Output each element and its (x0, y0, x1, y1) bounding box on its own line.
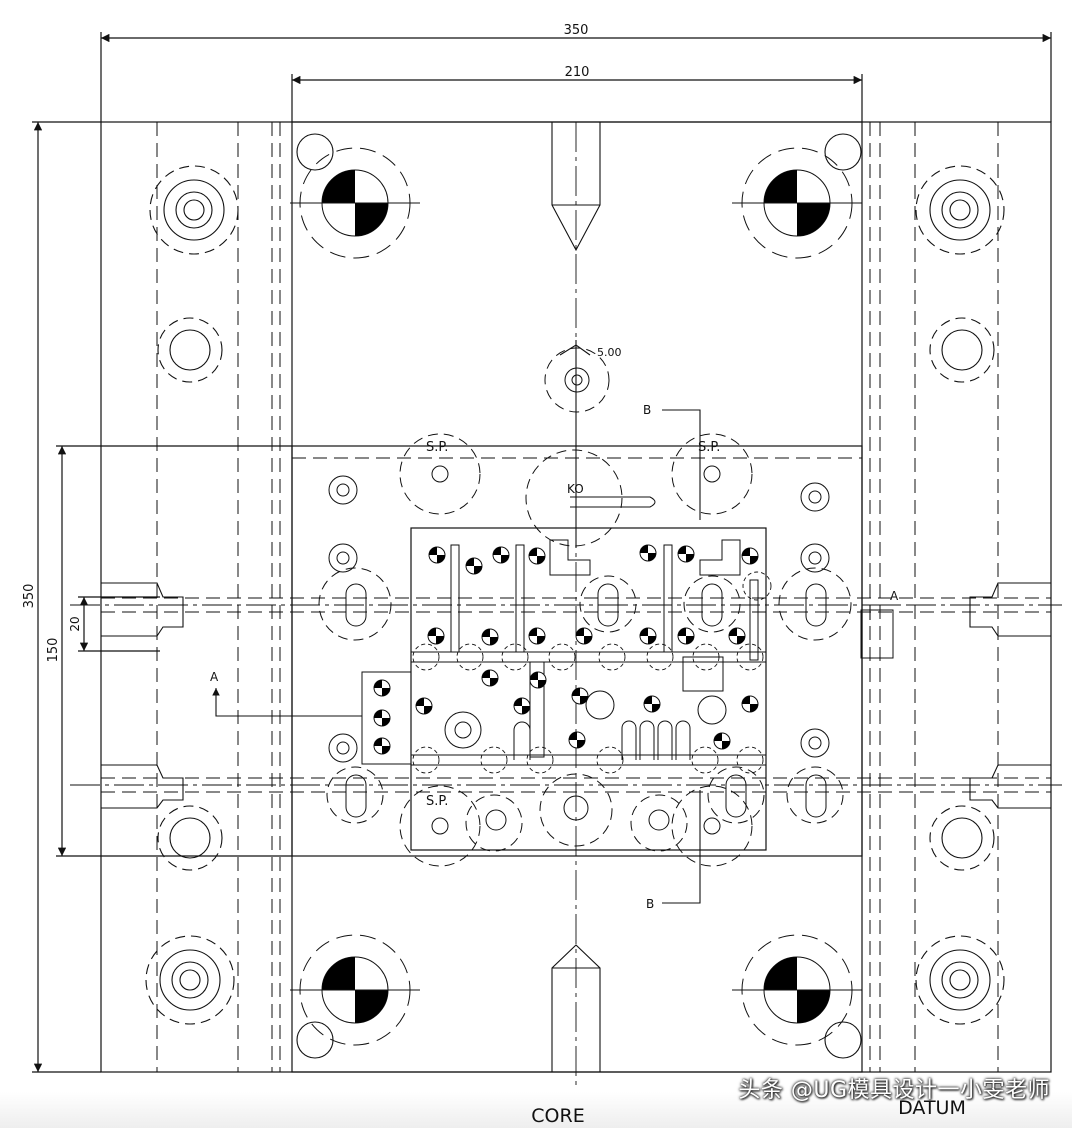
dim-overall-width: 350 (564, 23, 589, 38)
ejector-pin (728, 627, 746, 645)
section-b-top: B (643, 403, 651, 417)
ejector-pin (643, 695, 661, 713)
return-pin-group (145, 133, 1005, 1059)
ejector-pin (513, 697, 531, 715)
ejector-pin (568, 731, 586, 749)
ejector-pin (373, 679, 391, 697)
datum-label: DATUM (898, 1097, 966, 1119)
ejector-pin (571, 687, 589, 705)
ejector-pin (373, 709, 391, 727)
ejector-pin (575, 627, 593, 645)
sp-label-top-right: S.P. (698, 440, 720, 455)
ejector-pin (415, 697, 433, 715)
inner-plate-outline (291, 121, 863, 1073)
core-label: CORE (531, 1105, 584, 1127)
dim-angle: 5.00 (597, 346, 622, 359)
sp-label-top-left: S.P. (426, 440, 448, 455)
ejector-pin (639, 627, 657, 645)
guide-pillar-group (290, 147, 862, 1046)
dim-plate-width: 210 (565, 65, 590, 80)
ejector-pin (481, 628, 499, 646)
bottom-fade (0, 1092, 1072, 1128)
ejector-pin-group (373, 544, 759, 755)
ejector-pin (481, 669, 499, 687)
cavity-area (291, 445, 863, 857)
dim-slot: 20 (68, 616, 82, 631)
section-b-bottom: B (646, 897, 654, 911)
ejector-pin (677, 545, 695, 563)
ejector-pin (529, 671, 547, 689)
ejector-pin (528, 627, 546, 645)
ejector-pin (427, 627, 445, 645)
dim-overall-height: 350 (22, 584, 37, 609)
ejector-pin (373, 737, 391, 755)
ejector-pin (741, 547, 759, 565)
ejector-pin (465, 557, 483, 575)
ko-label: KO (567, 482, 584, 496)
section-a-left: A (210, 670, 219, 684)
dim-cavity-height: 150 (46, 638, 61, 663)
ejector-pin (713, 732, 731, 750)
ejector-pin (741, 695, 759, 713)
section-a-right: A (890, 589, 899, 603)
ejector-pin (528, 547, 546, 565)
ejector-pin (677, 627, 695, 645)
watermark-text: 头条 @UG模具设计一小雯老师 (738, 1078, 1050, 1103)
ejector-pin (492, 546, 510, 564)
sp-label-bottom-left: S.P. (426, 794, 448, 809)
ejector-pin (428, 546, 446, 564)
ejector-pin (639, 544, 657, 562)
